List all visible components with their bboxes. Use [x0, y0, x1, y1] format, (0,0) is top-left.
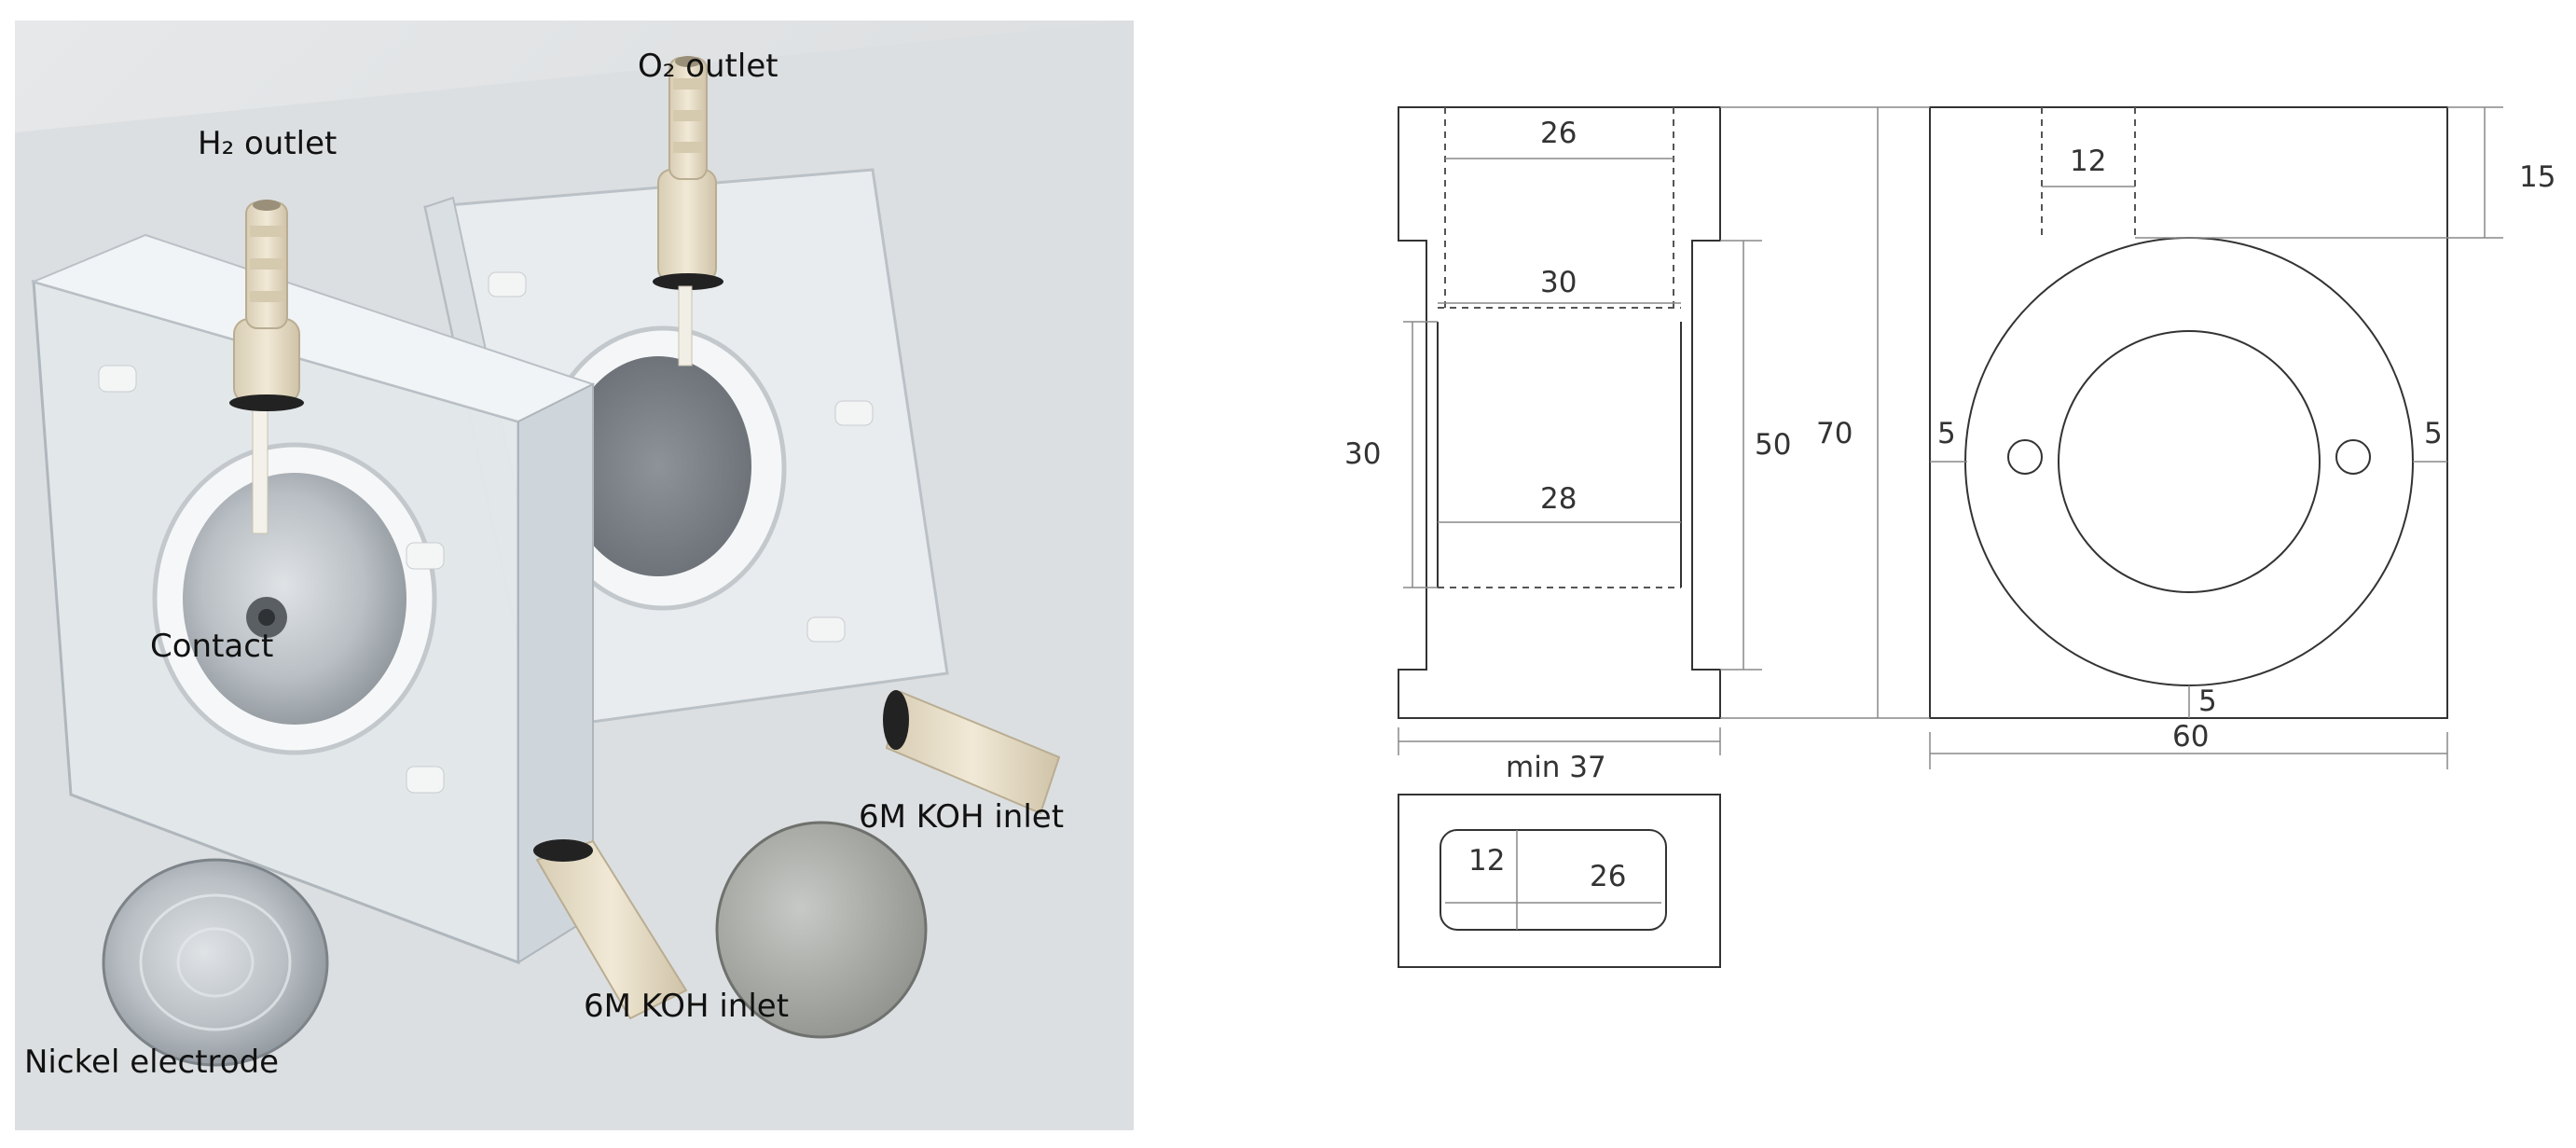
- dim-base-width: min 37: [1506, 751, 1606, 784]
- dim-cavity-top-width: 30: [1540, 266, 1577, 299]
- nickel-electrode-disc: [102, 858, 329, 1067]
- o2-outlet-label: O₂ outlet: [638, 48, 778, 85]
- koh-inlet-bottom-fitting: [533, 839, 688, 1020]
- electrolyzer-photo: H₂ outlet O₂ outlet Contact 6M KOH inlet…: [15, 21, 1134, 1130]
- dim-slot-height: 12: [1468, 844, 1505, 878]
- h2-outlet-label: H₂ outlet: [198, 125, 337, 162]
- dim-top-channel-width: 26: [1540, 117, 1577, 150]
- koh-inlet-right-fitting: [883, 690, 1061, 815]
- dim-outlet-width: 12: [2070, 145, 2106, 178]
- dim-bottom-margin: 5: [2198, 685, 2217, 718]
- front-electrode-disc: [183, 473, 406, 725]
- koh-inlet-right-label: 6M KOH inlet: [859, 798, 1064, 836]
- dim-outlet-depth: 15: [2519, 160, 2555, 194]
- dim-cavity-inner-width: 28: [1540, 482, 1577, 516]
- mesh-electrode: [565, 356, 751, 576]
- h2-outlet-fitting: [229, 200, 304, 411]
- dim-overall-height: 70: [1816, 417, 1853, 450]
- dim-overall-width: 60: [2172, 720, 2209, 754]
- front-cell-block: [30, 233, 596, 965]
- bottom-view: 12 26: [1398, 794, 1721, 968]
- dim-cavity-height: 30: [1344, 437, 1381, 471]
- nickel-electrode-label: Nickel electrode: [24, 1044, 279, 1081]
- front-view: 12 5 5 5 15 60 70: [1720, 106, 2555, 769]
- contact-label: Contact: [150, 628, 273, 665]
- dim-right-margin: 5: [2424, 417, 2443, 450]
- dim-left-margin: 5: [1937, 417, 1956, 450]
- dim-slot-width: 26: [1590, 860, 1626, 893]
- dim-recess-height: 50: [1755, 428, 1791, 462]
- technical-drawing: 26 30 30 28 50 min 37 12 5 5 5: [1344, 106, 2555, 968]
- o2-outlet-fitting: [653, 56, 723, 367]
- second-electrode-disc: [715, 821, 928, 1039]
- koh-inlet-bottom-label: 6M KOH inlet: [584, 988, 789, 1025]
- side-view: 26 30 30 28 50 min 37: [1344, 106, 1791, 784]
